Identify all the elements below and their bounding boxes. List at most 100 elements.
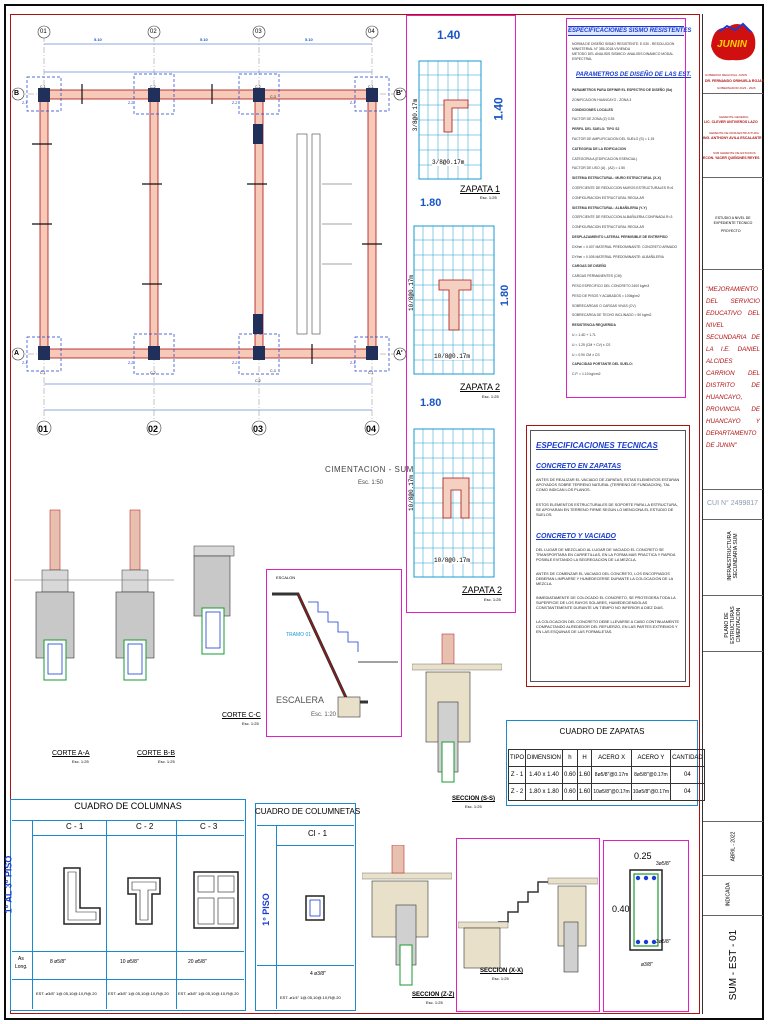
ccn-side-label: 1° PISO [260, 893, 271, 926]
tecnicas-para: ESTOS ELEMENTOS ESTRUCTURALES DE SOPORTE… [536, 503, 678, 517]
cc-divider [176, 821, 177, 1009]
zapata1-bar-h: 3/8@0.17m [432, 159, 465, 166]
sismo-item: RESISTENCIA REQUERIDA [572, 323, 616, 328]
plan-zap-label: Z-1 [22, 361, 28, 365]
ccn-section [305, 895, 325, 921]
plan-col-label: C-2 [150, 371, 156, 375]
plan-zap-label: Z-2 [232, 101, 238, 105]
cuadro-columnetas-frame [255, 803, 356, 1011]
escalera-frame [266, 569, 402, 737]
sismo-item: U = 1.4D + 1.7L [572, 332, 596, 337]
sismo-item: PESO DE PISOS Y ACABADOS = 100kg/m2 [572, 293, 640, 298]
zapata2-title: ZAPATA 2 [460, 382, 501, 392]
cz-cell: 1.60 [576, 783, 593, 801]
viga-width: 0.25 [634, 851, 652, 861]
escalera-escalon: ESCALON [276, 575, 296, 580]
tecnicas-para: DEL LUGAR DE MEZCLADO AL LUGAR DE VACIAD… [536, 548, 676, 562]
cz-cell: 1.40 x 1.40 [525, 766, 564, 784]
cz-cell: 1.60 [576, 766, 593, 784]
tb-proyecto: PROYECTO [721, 229, 741, 233]
zapata1-scale: Esc. 1:25 [480, 195, 497, 200]
plan-zap-label: Z-2 [128, 361, 134, 365]
cc-divider [32, 821, 33, 1009]
sismo-items: PARAMETROS PARA DEFINIR EL ESPECTRO DE D… [572, 86, 684, 380]
cc-as-3: 20 ø5/8" [188, 959, 207, 965]
seccion-xx-drawing [458, 877, 598, 973]
sismo-norms: NORMA DE DISEÑO SISMO RESISTENTE: E.030 … [572, 42, 684, 62]
sismo-item: U = 1.25 (CM + CV) ± CS [572, 342, 611, 347]
zapata1-title: ZAPATA 1 [460, 184, 501, 194]
sismo-frame [566, 18, 686, 398]
tb-gerente: LIC. CLEVER UNTIVEROS LAZO [704, 120, 758, 124]
cc-row-long: Long. [15, 964, 28, 970]
cz-cell: 10ø5/8"@0.17m [591, 783, 632, 801]
tecnicas-para: LA COLOCACION DEL CONCRETO DEBE LLEVARSE… [536, 620, 679, 634]
tb-gov-name: DR. FERNANDO ORIHUELA ROJAS [705, 79, 764, 83]
zapata1-grid [418, 60, 482, 180]
zapata2-scale: Esc. 1:25 [482, 394, 499, 399]
tb-project-cell: "MEJORAMIENTO DEL SERVICIO EDUCATIVO DEL… [703, 270, 763, 490]
sismo-item: FACTOR DE USO (U) , (A2) = 1.50 [572, 166, 625, 171]
zapatas-frame [406, 15, 516, 613]
tb-nivel-cell: ESTUDIO A NIVEL DE EXPEDIENTE TECNICO PR… [703, 178, 763, 270]
sismo-item: CONFIGURACION ESTRUCTURAL REGULAR [572, 225, 645, 230]
drawing-sheet [4, 4, 764, 1020]
tb-gerente-label: GERENTE GENERAL [719, 115, 749, 119]
plan-zap-label: Z-1 [350, 361, 356, 365]
seccion-zz-title: SECCION (Z-Z) [412, 992, 455, 998]
escalera-tramo: TRAMO 01 [286, 632, 312, 638]
axis-left-a: A [14, 350, 20, 357]
cortes-drawings [14, 509, 235, 681]
tecnicas-para: ANTES DE COMENZAR EL VACIADO DEL CONCRET… [536, 572, 674, 586]
cc-est-3: EST. ø3/8" 1@.05,10@.10,R@.20 [178, 991, 239, 996]
tb-infra-label: GERENTE DE INFRAESTRUCTURA [709, 131, 759, 135]
cc-col1-header: C - 1 [66, 822, 84, 831]
ccn-est: EST. ø1/4" 1@.05,10@.10,R@.20 [280, 995, 341, 1000]
sismo-item: CONFIGURACION ESTRUCTURAL REGULAR [572, 195, 645, 200]
zapata3-grid [413, 428, 495, 578]
seccion-xx-scale: Esc. 1:25 [492, 976, 509, 981]
plan-col-label: C-1 [40, 371, 46, 375]
sismo-item: PERFIL DEL SUELO: TIPO S2 [572, 127, 620, 132]
axis-right-b: B' [396, 90, 403, 97]
cuadro-zapatas-title: CUADRO DE ZAPATAS [559, 727, 645, 736]
zapata1-bar-v: 3/8@0.17m [412, 98, 420, 132]
tecnicas-para: INMEDIATAMENTE DE COLOCADO EL CONCRETO, … [536, 596, 676, 610]
tecnicas-sub1: CONCRETO EN ZAPATAS [536, 463, 622, 470]
sismo-item: FACTOR DE ZONA (Z) 0.35 [572, 117, 615, 122]
cc-col2-header: C - 2 [136, 822, 154, 831]
corte-cc-scale: Esc. 1:25 [242, 721, 259, 726]
seccion-ss-scale: Esc. 1:25 [465, 804, 482, 809]
span-dim-2: 5.10 [200, 37, 208, 42]
tb-fecha-cell: ABRIL - 2022 [703, 822, 763, 876]
cuadro-columnas-title: CUADRO DE COLUMNAS [74, 801, 182, 811]
ccn-col-header: Cl - 1 [308, 829, 328, 838]
cc-row-as: As [18, 956, 24, 962]
sismo-item: FACTOR DE AMPLIFICACION DEL SUELO (S) = … [572, 136, 655, 141]
axis-left-b: B [14, 90, 20, 97]
sismo-norm-line: METODO DEL ANALISIS SISMICO: ANALISIS DI… [572, 52, 674, 61]
tecnicas-frame [526, 425, 690, 687]
cuadro-zapatas-table: TIPO DIMENSION h H ACERO X ACERO Y CANTI… [507, 749, 705, 801]
sismo-title: ESPECIFICACIONES SISMO RESISTENTES [568, 26, 692, 36]
sismo-item: DESPLAZAMIENTO LATERAL PERMISIBLE DE ENT… [572, 234, 668, 239]
tecnicas-p1: ANTES DE REALIZAR EL VACIADO DE ZAPATAS,… [536, 478, 682, 518]
cz-cell: 04 [670, 783, 705, 801]
sismo-item: DY/hei = 0.005 MATERIAL PREDOMINANTE: AL… [572, 254, 664, 259]
cc-divider [12, 951, 244, 952]
zapata3-width: 1.80 [420, 397, 442, 409]
sismo-item: CARGAS DE DISEÑO [572, 264, 607, 269]
corte-aa-scale: Esc. 1:25 [72, 759, 89, 764]
tb-escala-cell: INDICADA [703, 876, 763, 916]
tb-logo-cell: JUNIN GOBIERNO REGIONAL JUNIN DR. FERNAN… [703, 14, 764, 94]
cc-as-2: 10 ø5/8" [120, 959, 139, 965]
tb-sub: ECON. YACER QUIÑONES REYES [703, 156, 760, 160]
sismo-item: CARGAS PERMANENTES (CM) [572, 274, 622, 279]
tecnicas-p2: DEL LUGAR DE MEZCLADO AL LUGAR DE VACIAD… [536, 548, 682, 635]
zapata2-bar-v: 10/8@0.17m [408, 274, 416, 312]
cuadro-columnas-grid [12, 820, 244, 1009]
cz-header: ACERO X [591, 749, 632, 767]
zapata3-title: ZAPATA 2 [462, 585, 503, 595]
ccn-as: 4 ø3/8" [310, 971, 326, 977]
sismo-item: SISTEMA ESTRUCTURAL: MURO ESTRUCTURAL (X… [572, 176, 661, 181]
